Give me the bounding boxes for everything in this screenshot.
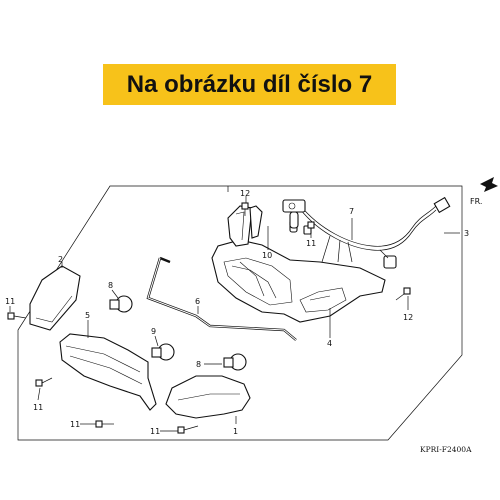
screw-11-lens [35, 377, 53, 387]
banner-text: Na obrázku díl číslo 7 [126, 70, 373, 98]
callout-2: 2 [58, 255, 63, 264]
assembly-outline [17, 185, 463, 441]
callout-11-left: 11 [5, 297, 15, 306]
callout-11-lens: 11 [33, 403, 43, 412]
callout-11-bottom-a: 11 [70, 420, 80, 429]
callout-11-bottom-b: 11 [150, 427, 160, 436]
side-reflector-lens [165, 375, 251, 419]
screw-11-bottom-b [177, 425, 199, 434]
callout-12-right: 12 [403, 313, 413, 322]
callout-3: 3 [464, 229, 469, 238]
callout-9: 9 [151, 327, 156, 336]
screw-11-top [307, 221, 315, 236]
part-number-banner: Na obrázku díl číslo 7 [103, 64, 396, 105]
callout-8-lower: 8 [196, 360, 201, 369]
callout-11-top: 11 [306, 239, 316, 248]
bulb-8-lower [223, 353, 247, 371]
screw-11-bottom-a [95, 420, 114, 428]
callout-12-top: 12 [240, 189, 250, 198]
leader-lines [9, 196, 460, 432]
callout-1: 1 [233, 427, 238, 436]
screw-12-top [241, 202, 249, 216]
taillight-housing [211, 205, 386, 323]
callout-5: 5 [85, 311, 90, 320]
callout-7: 7 [349, 207, 354, 216]
side-lens-left [29, 265, 81, 331]
callout-10: 10 [262, 251, 272, 260]
bulb-9 [151, 343, 175, 361]
rear-lens [59, 333, 157, 411]
screw-11-left [7, 312, 27, 320]
direction-label: FR. [470, 197, 482, 206]
callout-6: 6 [195, 297, 200, 306]
front-direction-arrow: FR. [470, 177, 498, 206]
bulb-10 [289, 211, 299, 229]
screw-12-right [395, 287, 411, 301]
callout-8-upper: 8 [108, 281, 113, 290]
wiring-harness [282, 196, 451, 269]
bulb-8-upper [109, 295, 133, 313]
callout-4: 4 [327, 339, 332, 348]
drawing-code: KPRI-F2400A [420, 445, 472, 454]
